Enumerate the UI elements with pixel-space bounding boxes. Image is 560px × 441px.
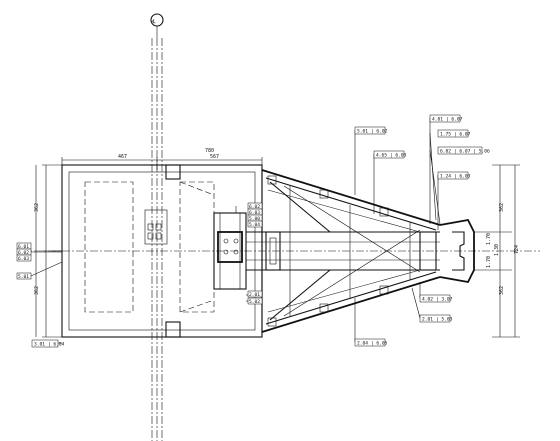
callout-18: 6.02 [18,250,29,256]
cutwater-nose [439,218,512,284]
callout-6: 1.24 | 6.03 [440,174,471,180]
callout-9: 5.00 [249,216,260,222]
callout-15: 2.04 | 6.05 [357,341,388,347]
dim-right-upper: 362 [499,203,505,212]
dim-top-mid: 780 [205,148,214,154]
dim-top-right: 567 [210,154,219,160]
callout-20: 5.01 [18,274,29,280]
callout-19: 6.03 [18,256,29,262]
callouts: 5.01 | 6.02 4.65 | 6.03 4.01 | 6.07 1.75… [16,114,490,348]
callout-12: 5.02 [249,299,260,305]
right-dimensions: 362 362 724 1.70 1.70 1.30 [486,164,520,338]
dim-right-lower: 362 [499,286,505,295]
callout-13: 4.02 | 3.07 [422,297,453,303]
callout-14: 2.01 | 5.03 [422,317,453,323]
callout-17: 6.01 [18,244,29,250]
callout-2: 4.65 | 6.03 [376,153,407,159]
dim-left-upper: 362 [34,203,40,212]
callout-5: 6.02 | 6.07 | 5.06 [440,149,490,155]
dim-left-lower: 362 [34,286,40,295]
dim-right-c: 1.30 [494,244,500,256]
dim-right-a: 1.70 [486,233,492,245]
callout-1: 5.01 | 6.02 [357,129,388,135]
center-connection-plate [213,212,247,290]
dim-right-b: 1.70 [486,256,492,268]
callout-8: 6.03 [249,210,260,216]
callout-3: 4.01 | 6.07 [432,117,463,123]
centerline-symbol: ℄ [152,19,157,25]
callout-10: 5.04 [249,222,260,228]
callout-16: 3.01 | 6.04 [34,342,65,348]
callout-11: 2.01 [249,292,260,298]
triangular-truss [246,169,441,333]
dim-top-left: 467 [118,154,127,160]
vertical-centerline: ℄ [150,13,164,441]
dim-right-total: 724 [514,245,520,254]
callout-4: 1.75 | 6.07 [440,132,471,138]
callout-7: 6.02 [249,204,260,210]
